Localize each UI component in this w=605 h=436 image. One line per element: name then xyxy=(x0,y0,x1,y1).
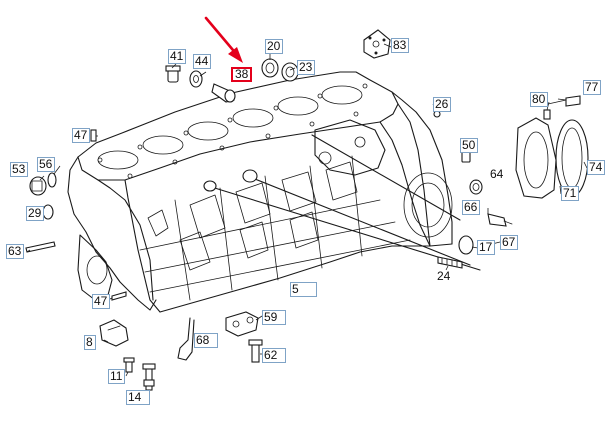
part-14 xyxy=(142,363,156,391)
part-66 xyxy=(487,213,513,227)
callout-50[interactable]: 50 xyxy=(460,138,479,153)
callout-53[interactable]: 53 xyxy=(10,162,29,177)
callout-77[interactable]: 77 xyxy=(583,80,602,95)
callout-59[interactable]: 59 xyxy=(262,310,286,325)
highlight-arrow xyxy=(204,16,243,63)
part-77 xyxy=(547,95,581,107)
callout-56[interactable]: 56 xyxy=(37,157,56,172)
part-38-fitting xyxy=(211,83,236,103)
part-41 xyxy=(165,65,181,83)
part-23 xyxy=(281,62,299,82)
callout-14[interactable]: 14 xyxy=(126,390,150,405)
callout-63[interactable]: 63 xyxy=(6,244,25,259)
callout-17[interactable]: 17 xyxy=(477,240,496,255)
part-8 xyxy=(99,319,129,347)
callout-44[interactable]: 44 xyxy=(193,54,212,69)
callout-26[interactable]: 26 xyxy=(433,97,452,112)
callout-83[interactable]: 83 xyxy=(391,38,410,53)
callout-74[interactable]: 74 xyxy=(587,160,605,175)
part-24 xyxy=(437,256,463,269)
part-53 xyxy=(29,176,47,196)
part-11 xyxy=(123,357,135,373)
callout-20[interactable]: 20 xyxy=(265,39,284,54)
callout-41[interactable]: 41 xyxy=(168,49,187,64)
part-64 xyxy=(469,179,483,195)
part-20 xyxy=(261,58,279,78)
part-59 xyxy=(225,311,259,337)
part-80 xyxy=(543,109,551,120)
callout-47-bottom[interactable]: 47 xyxy=(92,294,111,309)
part-74-flange xyxy=(515,117,557,199)
callout-38[interactable]: 38 xyxy=(231,67,253,82)
part-62 xyxy=(248,339,263,363)
callout-64: 64 xyxy=(490,167,504,181)
callout-23[interactable]: 23 xyxy=(297,60,316,75)
part-71-seal xyxy=(555,119,589,197)
callout-71[interactable]: 71 xyxy=(561,186,580,201)
callout-62[interactable]: 62 xyxy=(262,348,286,363)
callout-47-top[interactable]: 47 xyxy=(72,128,91,143)
part-56 xyxy=(47,172,57,188)
callout-5[interactable]: 5 xyxy=(290,282,317,297)
callout-80[interactable]: 80 xyxy=(530,92,549,107)
callout-24: 24 xyxy=(437,269,451,283)
callout-8[interactable]: 8 xyxy=(84,335,96,350)
callout-66[interactable]: 66 xyxy=(462,200,481,215)
callout-29[interactable]: 29 xyxy=(26,206,45,221)
engine-block xyxy=(67,71,481,313)
callout-67[interactable]: 67 xyxy=(500,235,519,250)
part-44 xyxy=(189,70,203,88)
part-83 xyxy=(363,29,391,59)
callout-11[interactable]: 11 xyxy=(108,369,126,384)
callout-68[interactable]: 68 xyxy=(194,333,218,348)
